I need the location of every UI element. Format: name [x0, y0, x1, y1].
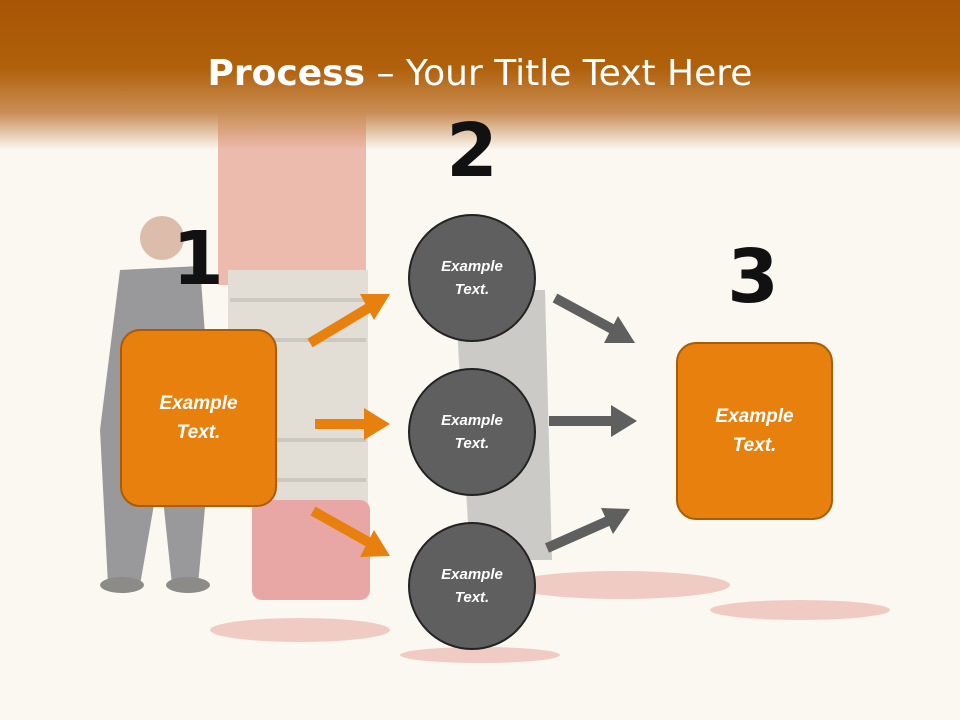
title-bold: Process — [207, 53, 366, 94]
step-3-box: Example Text. — [676, 342, 833, 520]
step-number-3: 3 — [727, 234, 779, 320]
orange-arrow-up — [307, 294, 390, 348]
step-2-circle-middle: Example Text. — [408, 368, 536, 496]
step-3-text: Example Text. — [715, 406, 794, 456]
orange-arrow-down — [310, 506, 390, 557]
grey-arrow-right — [549, 405, 637, 437]
step-1-text: Example Text. — [159, 393, 238, 443]
grey-arrow-down — [552, 293, 635, 343]
circle-bottom-text: Example Text. — [441, 566, 503, 606]
step-1-box: Example Text. — [120, 329, 277, 507]
title-banner — [0, 0, 960, 150]
slide-title: Process – Your Title Text Here — [0, 52, 960, 96]
step-2-circle-top: Example Text. — [408, 214, 536, 342]
circle-middle-text: Example Text. — [441, 412, 503, 452]
step-number-1: 1 — [172, 216, 224, 302]
grey-arrow-up — [544, 508, 630, 553]
title-rest: – Your Title Text Here — [365, 53, 753, 94]
step-2-circle-bottom: Example Text. — [408, 522, 536, 650]
orange-arrow-right — [315, 408, 390, 440]
circle-top-text: Example Text. — [441, 258, 503, 298]
step-number-2: 2 — [446, 108, 498, 194]
